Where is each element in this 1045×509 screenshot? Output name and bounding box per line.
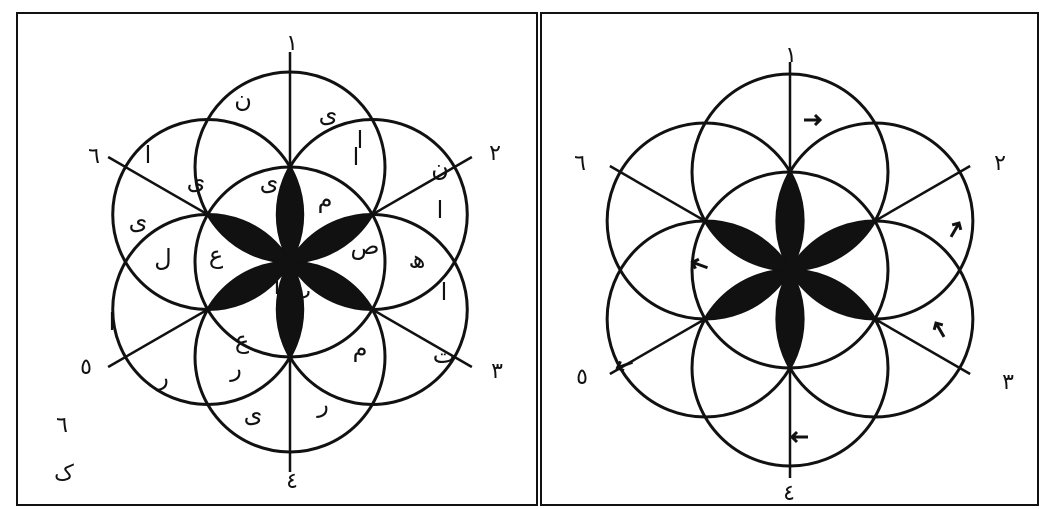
cell-letter: ی (129, 207, 148, 235)
cell-letter: ر (229, 354, 242, 382)
right-label-upper-left: ٦ (574, 151, 586, 176)
right-label-upper-right: ٢ (994, 151, 1006, 176)
right-panel: ١ ٢ ٣ ٤ ٥ ٦ (541, 13, 1038, 506)
right-rosette (607, 62, 973, 478)
cell-letter: ت (433, 341, 456, 369)
cell-letter: ا (145, 141, 152, 169)
cell-letter: ع (209, 241, 224, 269)
cell-letter: ن (234, 85, 252, 113)
cell-letter: ا (357, 126, 364, 154)
cell-letter: ص (350, 232, 379, 260)
right-label-lower-right: ٣ (1002, 370, 1014, 395)
arrow-mark (792, 432, 808, 442)
cell-letter: ا (441, 278, 448, 306)
right-label-lower-left: ٥ (576, 365, 588, 390)
left-label-upper-right: ٢ (489, 141, 501, 166)
cell-letter: ی (319, 100, 338, 128)
arrow-mark (947, 221, 964, 240)
left-label-top: ١ (286, 31, 298, 56)
cell-letter: ن (431, 154, 449, 182)
cell-letter: ع (235, 326, 250, 354)
cell-letter: ر (156, 363, 169, 391)
left-label-bottom: ٤ (286, 469, 298, 494)
left-label-lower-right: ٣ (491, 359, 503, 384)
cell-letter: ب (289, 277, 312, 305)
cell-letter: ا (109, 308, 116, 336)
cell-letter: ا (274, 272, 281, 300)
cell-letter: ل (154, 244, 171, 272)
left-corner-glyph: ک (54, 461, 74, 486)
left-corner-glyph: ٦ (56, 413, 68, 438)
arrow-mark (804, 115, 820, 125)
cell-letter: م (318, 185, 333, 213)
cell-letter: ر (316, 390, 329, 418)
right-label-bottom: ٤ (783, 481, 795, 506)
cell-letter: ی (187, 167, 206, 195)
arrow-mark (932, 321, 949, 340)
left-label-lower-left: ٥ (80, 355, 92, 380)
cell-letter: ی (244, 400, 263, 428)
cell-letter: ا (437, 196, 444, 224)
cell-letter: ی (260, 168, 279, 196)
left-label-upper-left: ٦ (88, 144, 100, 169)
cell-letter: ھ (409, 245, 426, 273)
right-label-top: ١ (785, 43, 797, 68)
cell-letter: م (353, 334, 368, 362)
cell-letter: م (343, 274, 358, 302)
